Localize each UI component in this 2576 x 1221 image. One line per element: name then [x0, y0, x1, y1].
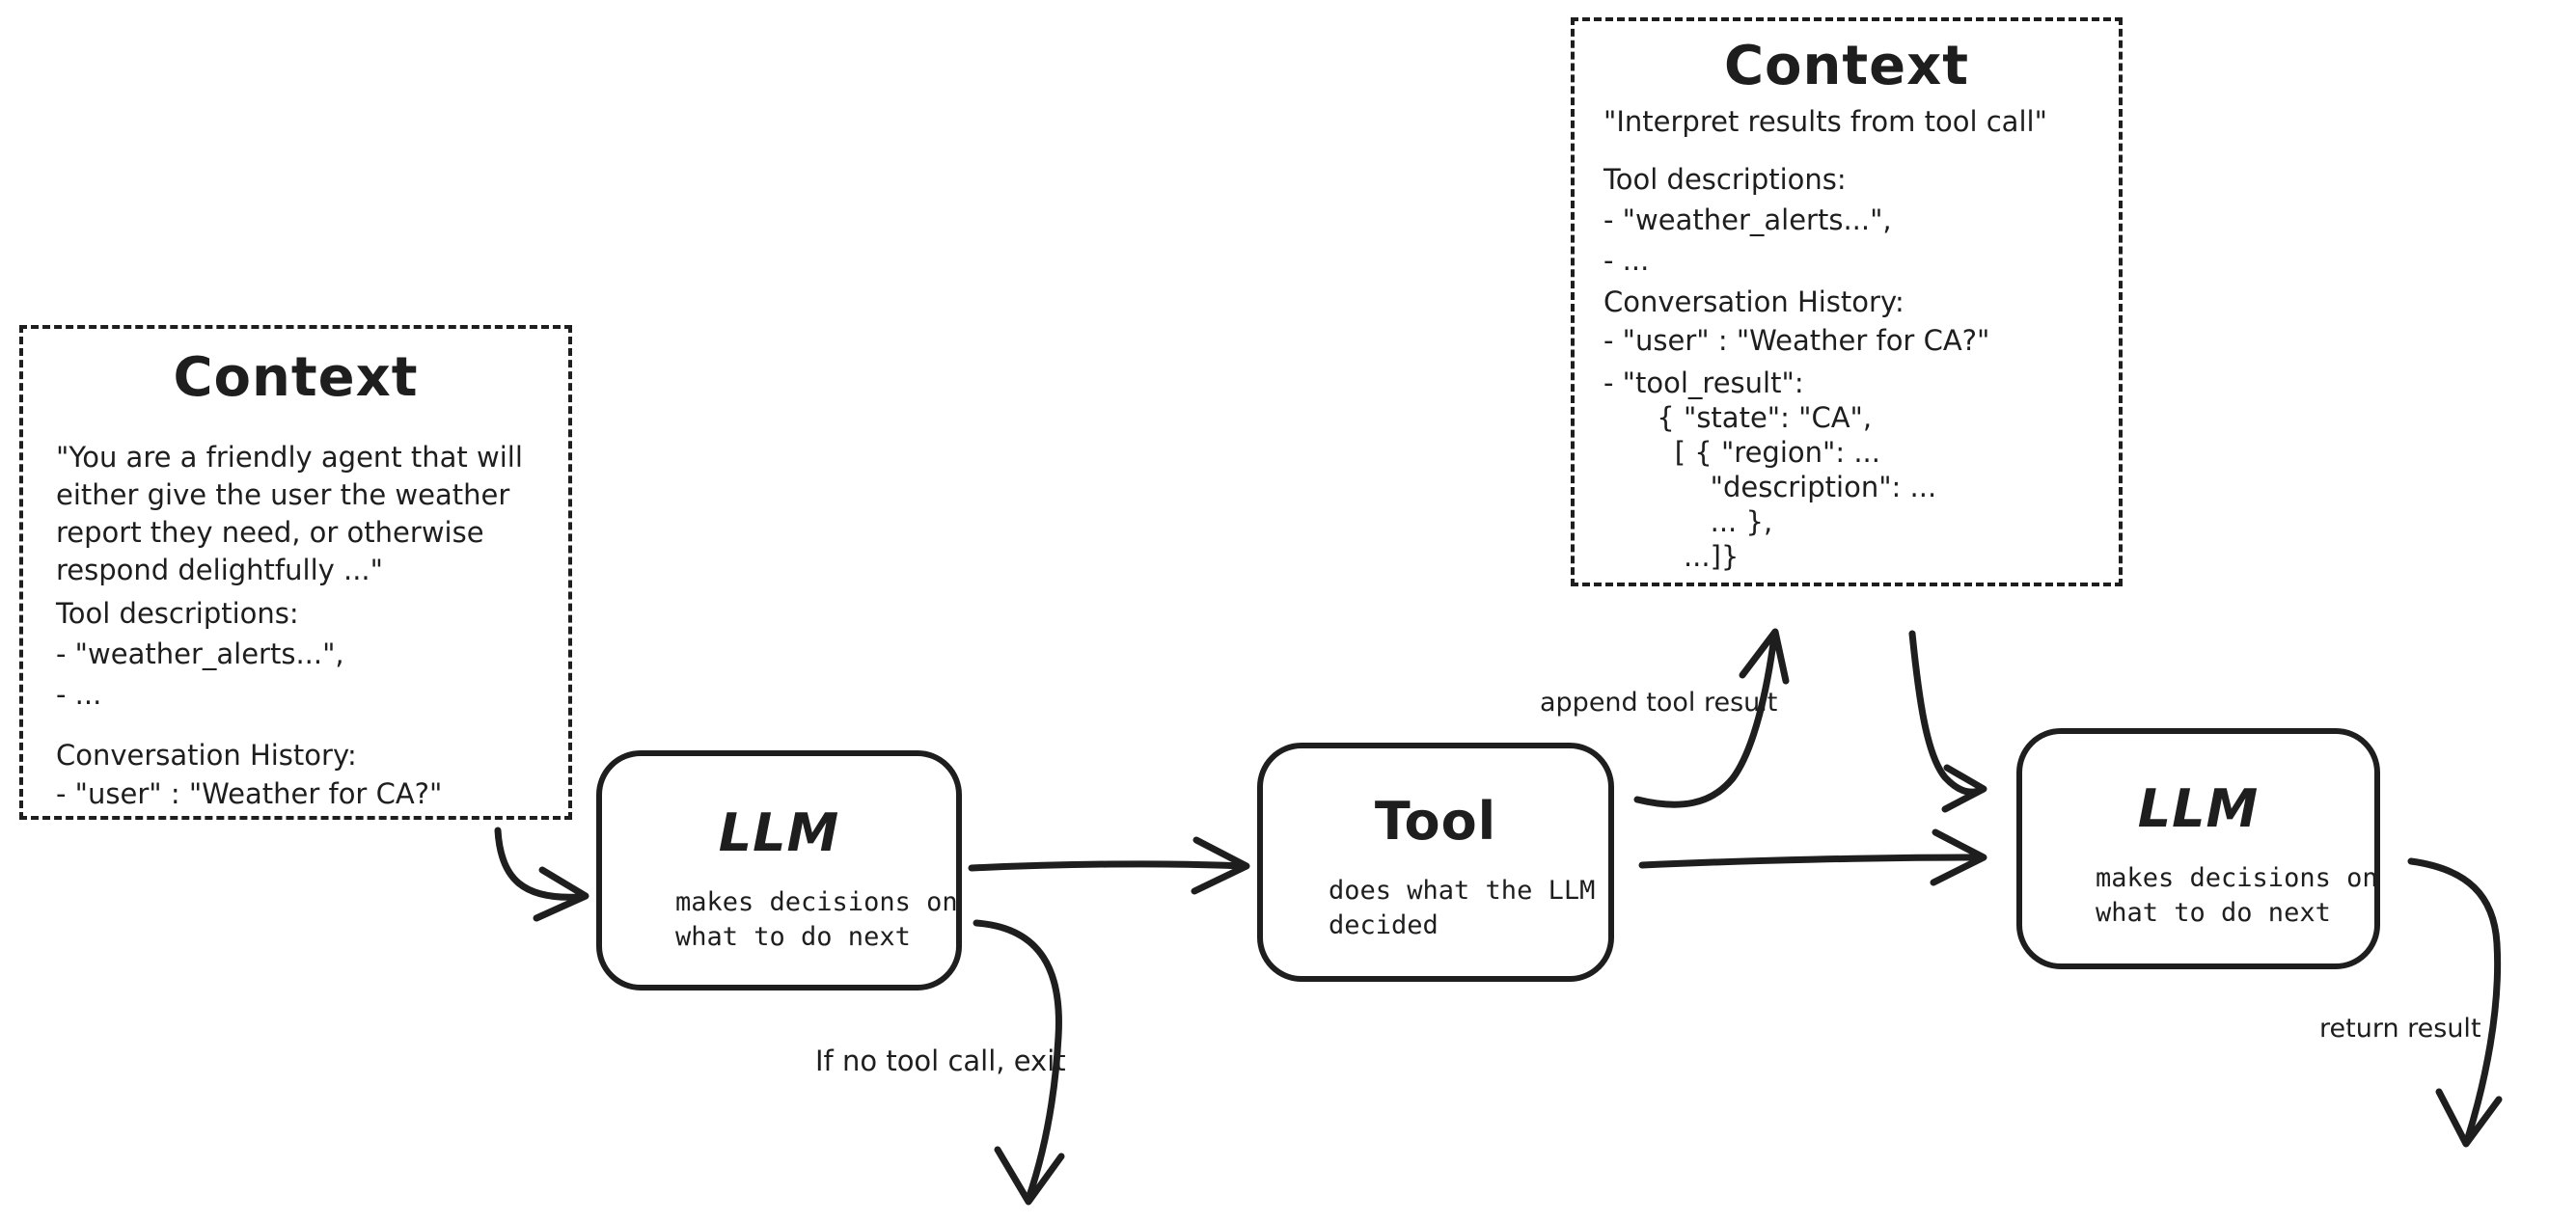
context-top-system-prompt: "Interpret results from tool call": [1603, 105, 2047, 138]
arrow-llm-to-tool: [968, 836, 1250, 895]
arrow-context-top-to-llm: [1908, 630, 1987, 813]
context-top-tool-descriptions: Tool descriptions: - "weather_alerts..."…: [1603, 163, 1892, 277]
context-top-title: Context: [1723, 35, 1970, 97]
arrow-llm-return: [2407, 857, 2503, 1148]
context-top-box: Context "Interpret results from tool cal…: [1571, 17, 2123, 586]
arrow-tool-to-context-top: [1633, 628, 1790, 808]
context-left-system-prompt: "You are a friendly agent that will eith…: [56, 441, 523, 586]
context-top-conversation-history: Conversation History: - "user" : "Weathe…: [1603, 285, 1990, 357]
llm-second-subtitle: makes decisions on what to do next: [2096, 863, 2378, 928]
llm-second-node: LLM makes decisions on what to do next: [2016, 728, 2380, 969]
tool-subtitle: does what the LLM decided: [1329, 876, 1596, 940]
tool-node: Tool does what the LLM decided: [1257, 743, 1614, 982]
context-left-conversation-history: Conversation History: - "user" : "Weathe…: [56, 739, 443, 810]
arrow-llm-exit: [973, 919, 1065, 1206]
llm-second-title: LLM: [2137, 778, 2260, 839]
context-left-tool-descriptions: Tool descriptions: - "weather_alerts..."…: [56, 597, 344, 711]
llm-first-subtitle: makes decisions on what to do next: [675, 887, 958, 952]
llm-first-node: LLM makes decisions on what to do next: [596, 750, 962, 990]
context-left-title: Context: [173, 346, 419, 409]
llm-first-title: LLM: [718, 802, 840, 863]
context-left-box: Context "You are a friendly agent that w…: [19, 325, 572, 820]
context-top-tool-result: - "tool_result": { "state": "CA", [ { "r…: [1603, 366, 1937, 573]
arrow-context-left-to-llm: [494, 827, 589, 922]
return-result-label: return result: [2319, 1014, 2481, 1044]
append-tool-result-label: append tool result: [1540, 688, 1778, 718]
no-tool-call-exit-label: If no tool call, exit: [815, 1045, 1066, 1077]
tool-title: Tool: [1374, 791, 1497, 852]
arrow-tool-to-llm-second: [1638, 828, 1987, 886]
